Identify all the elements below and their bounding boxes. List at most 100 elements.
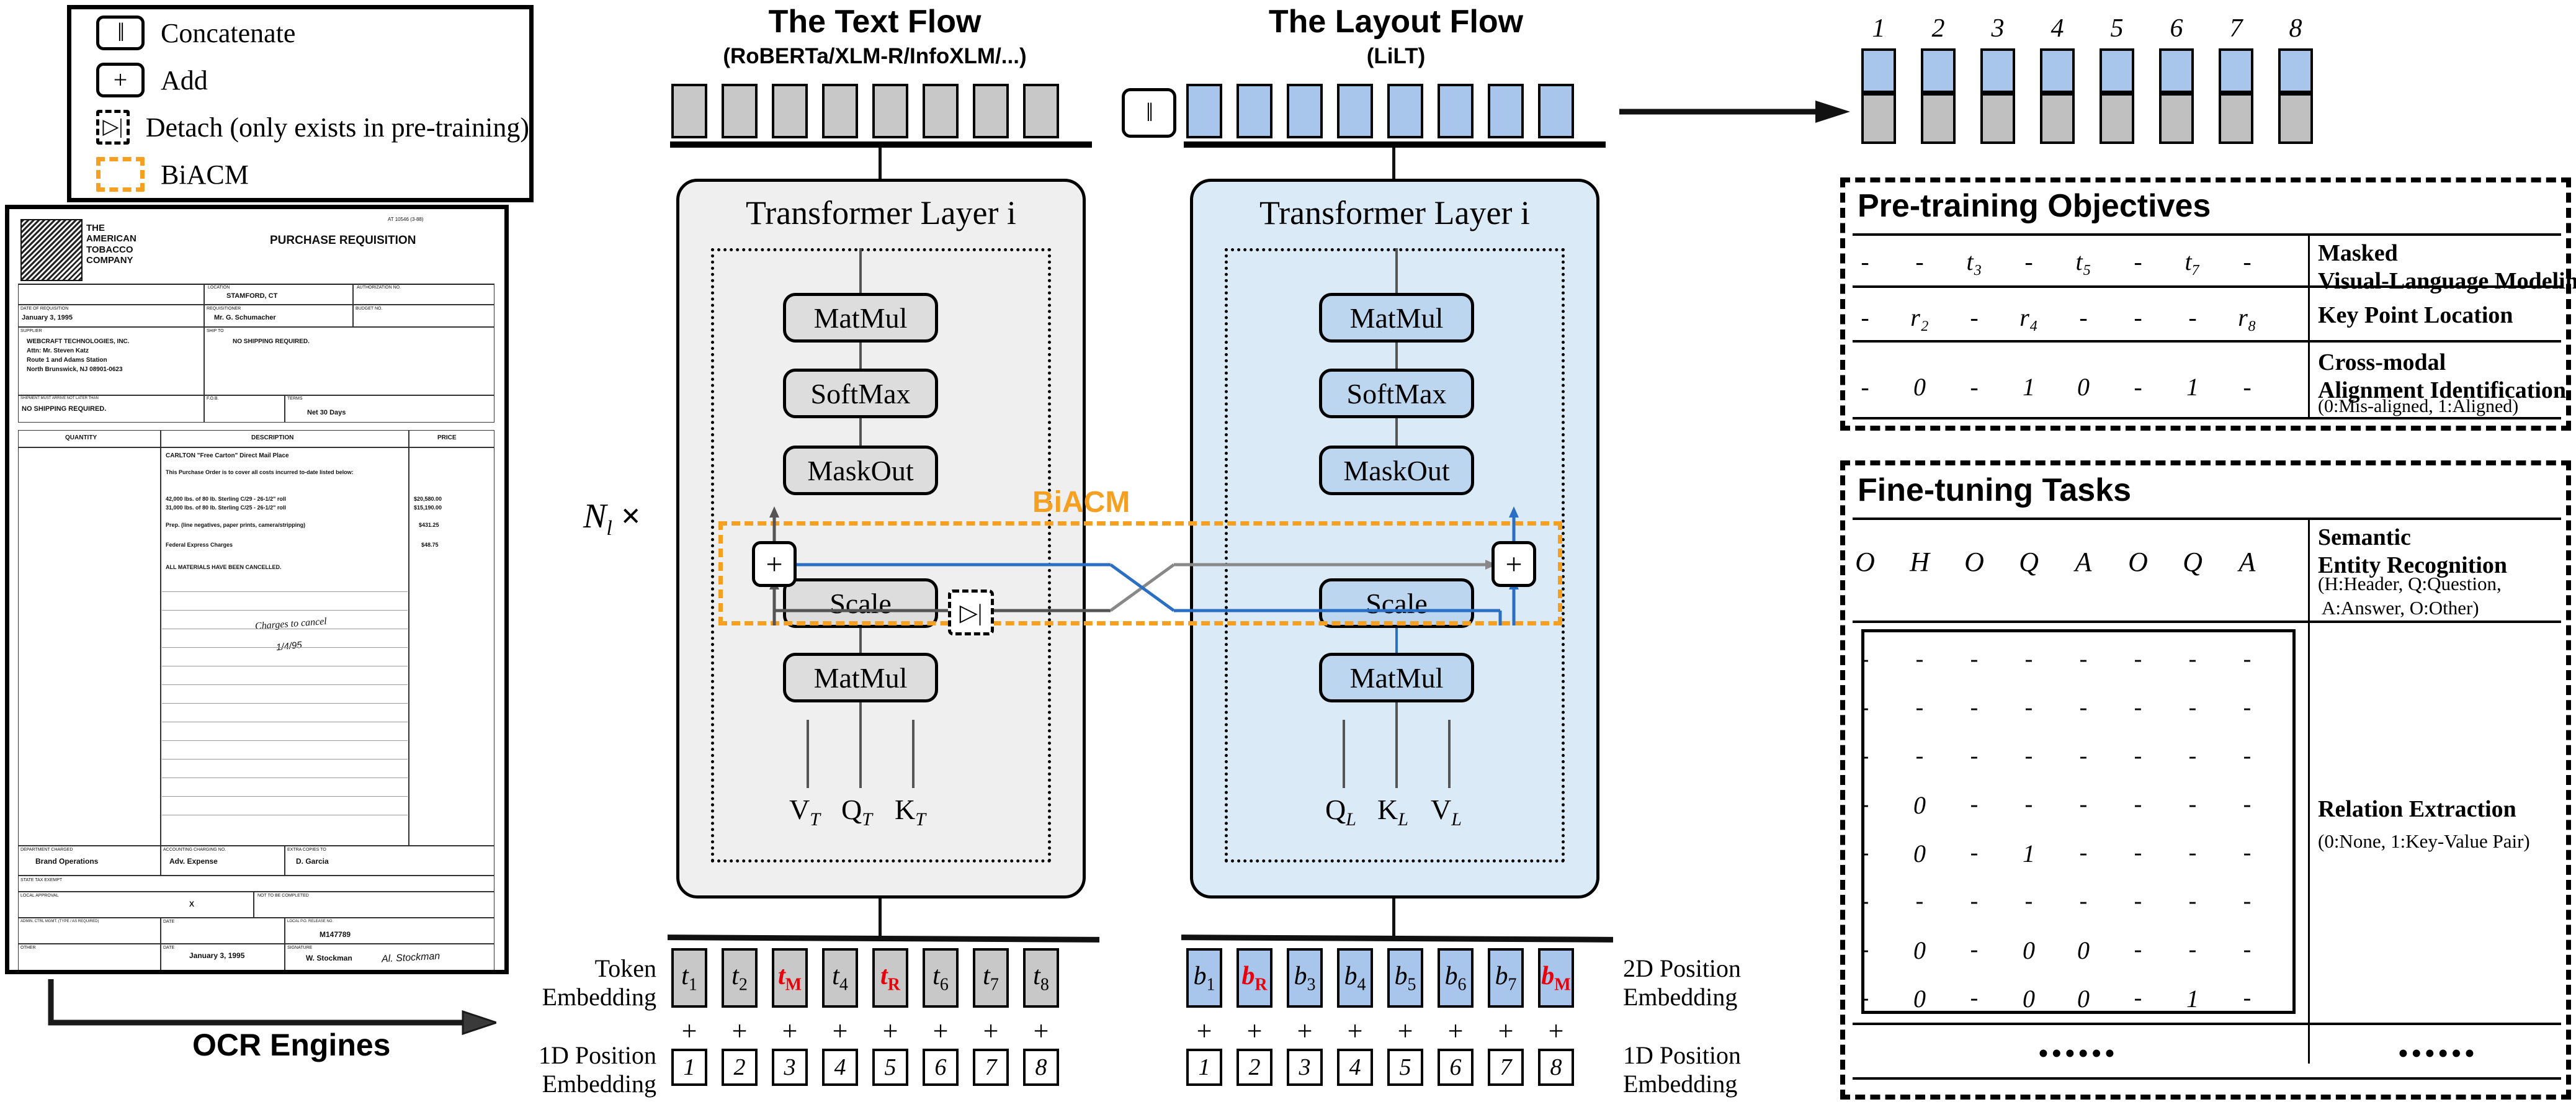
doc-label-other: OTHER xyxy=(20,946,36,950)
layout-input-V: VL xyxy=(1431,794,1462,830)
ft-rule-bottom xyxy=(1853,1077,2561,1080)
doc-label-acct: ACCOUNTING CHARGING NO. xyxy=(163,848,226,852)
layout-flow-title: The Layout Flow xyxy=(1268,4,1524,40)
layout-embed-position-box-3: 3 xyxy=(1287,1049,1323,1086)
text-scale: Scale xyxy=(783,578,938,628)
text-input-Q: QT xyxy=(841,794,872,830)
ellipsis-right: •••••• xyxy=(2398,1038,2479,1069)
ocr-arrow xyxy=(48,979,496,1036)
text-embed-position-box-1: 1 xyxy=(671,1049,707,1086)
doc-label-date3: DATE xyxy=(163,946,175,950)
doc-label-location: LOCATION xyxy=(208,285,230,290)
text-conn-matmul-out xyxy=(859,248,862,293)
layout-output-token-2 xyxy=(1237,84,1272,138)
doc-label-supplier: SUPPLIER xyxy=(20,329,42,333)
text-embed-token-box-1: t1 xyxy=(671,948,707,1008)
text-embed-plus-8: + xyxy=(1033,1016,1049,1046)
layout-embed-position-box-6: 6 xyxy=(1438,1049,1474,1086)
doc-row-price-4: $48.75 xyxy=(421,542,439,548)
text-conn-matmul-softmax xyxy=(859,343,862,369)
output-bar-top-8 xyxy=(2278,48,2313,93)
layout-output-token-5 xyxy=(1387,84,1423,138)
ellipsis-left: •••••• xyxy=(2038,1038,2119,1069)
text-output-token-4 xyxy=(822,84,858,138)
doc-th-description: DESCRIPTION xyxy=(251,434,294,441)
output-bar-bottom-1 xyxy=(1861,93,1896,144)
text-conn-softmax-maskout xyxy=(859,418,862,446)
output-bar-top-4 xyxy=(2040,48,2075,93)
repeat-label: Nl × xyxy=(583,497,641,540)
document-thumbnail: THE AMERICAN TOBACCO COMPANY PURCHASE RE… xyxy=(5,205,509,974)
output-bar-top-7 xyxy=(2219,48,2253,93)
pt-row-label-0: Masked Visual-Language Modeling xyxy=(2318,240,2576,294)
layout-embed-token-box-4: b4 xyxy=(1337,948,1373,1008)
legend-label-add: Add xyxy=(161,65,208,96)
add-icon: + xyxy=(96,63,145,97)
text-output-token-3 xyxy=(772,84,808,138)
doc-value-pono: M147789 xyxy=(320,930,351,939)
re-label: Relation Extraction xyxy=(2318,796,2516,822)
layout-conn-matmul-out xyxy=(1395,248,1398,293)
layout-embed-position-box-8: 8 xyxy=(1538,1049,1574,1086)
layout-input-bus-line xyxy=(1181,934,1614,943)
pt-rule-1 xyxy=(1853,285,2561,288)
output-bar-top-3 xyxy=(1980,48,2015,93)
text-output-bus-line xyxy=(670,141,1092,148)
doc-row-desc-3: Prep. (line negatives, paper prints, cam… xyxy=(166,522,306,528)
output-bar-index-5: 5 xyxy=(2110,14,2124,43)
output-bar-index-2: 2 xyxy=(1931,14,1945,43)
doc-value-signature: W. Stockman xyxy=(306,954,352,962)
layout-maskout: MaskOut xyxy=(1319,446,1474,495)
layout-embed-plus-6: + xyxy=(1447,1016,1464,1046)
output-bar-index-8: 8 xyxy=(2289,14,2302,43)
doc-value-terms: Net 30 Days xyxy=(307,409,346,416)
output-bar-index-4: 4 xyxy=(2051,14,2064,43)
text-softmax: SoftMax xyxy=(783,369,938,418)
doc-value-acct: Adv. Expense xyxy=(169,857,218,866)
doc-row-price-3: $431.25 xyxy=(419,522,439,528)
output-bar-bottom-5 xyxy=(2100,93,2134,144)
layout-embed-token-box-8: bM xyxy=(1538,948,1574,1008)
detach-op: ▷| xyxy=(948,589,994,635)
legend-item-concatenate: ‖ Concatenate xyxy=(96,9,529,56)
layout-softmax: SoftMax xyxy=(1319,369,1474,418)
text-flow-title: The Text Flow xyxy=(768,4,982,40)
text-embed-position-box-4: 4 xyxy=(822,1049,858,1086)
layout-embed-token-box-6: b6 xyxy=(1438,948,1474,1008)
layout-embed-plus-8: + xyxy=(1548,1016,1564,1046)
output-bar-index-1: 1 xyxy=(1872,14,1885,43)
layout-attention-dashed-box xyxy=(1225,248,1565,863)
layout-k-line xyxy=(1395,702,1398,788)
pt-row-label-2: Cross-modal Alignment Identification xyxy=(2318,349,2567,403)
text-embed-plus-7: + xyxy=(983,1016,999,1046)
doc-label-auth: AUTHORIZATION NO. xyxy=(357,285,401,290)
layout-embed-token-box-3: b3 xyxy=(1287,948,1323,1008)
text-transformer-title: Transformer Layer i xyxy=(746,194,1016,231)
text-embed-token-box-2: t2 xyxy=(722,948,758,1008)
finetuning-tasks-panel xyxy=(1840,460,2571,1100)
re-note: (0:None, 1:Key-Value Pair) xyxy=(2318,830,2530,852)
doc-label-adminctrl: ADMIN. CTRL MGMT. (TYPE / AS REQUIRED) xyxy=(20,920,99,923)
doc-check-mark: X xyxy=(189,900,195,908)
layout-embed-token-box-5: b5 xyxy=(1387,948,1423,1008)
layout-add-op: + xyxy=(1491,541,1536,587)
text-matmul-top: MatMul xyxy=(783,293,938,343)
text-matmul-bottom: MatMul xyxy=(783,653,938,702)
pos1d-embedding-label-left: 1D Position Embedding xyxy=(538,1041,656,1098)
doc-row-price-2: $20,580.00 $15,190.00 xyxy=(414,496,442,511)
doc-label-date2: DATE xyxy=(163,920,175,924)
ser-note: (H:Header, Q:Question, A:Answer, O:Other… xyxy=(2318,573,2502,619)
layout-embed-plus-7: + xyxy=(1498,1016,1514,1046)
pt-vertical-rule xyxy=(2308,233,2310,418)
layout-panel-up-connector xyxy=(1392,148,1395,179)
text-output-token-1 xyxy=(671,84,707,138)
doc-row-desc-2: 42,000 lbs. of 80 lb. Sterling C/29 - 26… xyxy=(166,496,286,511)
layout-embed-plus-1: + xyxy=(1196,1016,1212,1046)
output-bar-top-5 xyxy=(2100,48,2134,93)
text-embed-position-box-3: 3 xyxy=(772,1049,808,1086)
ft-rule-1 xyxy=(1853,621,2561,623)
text-flow-output-tokens xyxy=(0,0,2576,186)
doc-label-budget: BUDGET NO. xyxy=(356,307,383,311)
doc-label-terms: TERMS xyxy=(287,397,303,401)
